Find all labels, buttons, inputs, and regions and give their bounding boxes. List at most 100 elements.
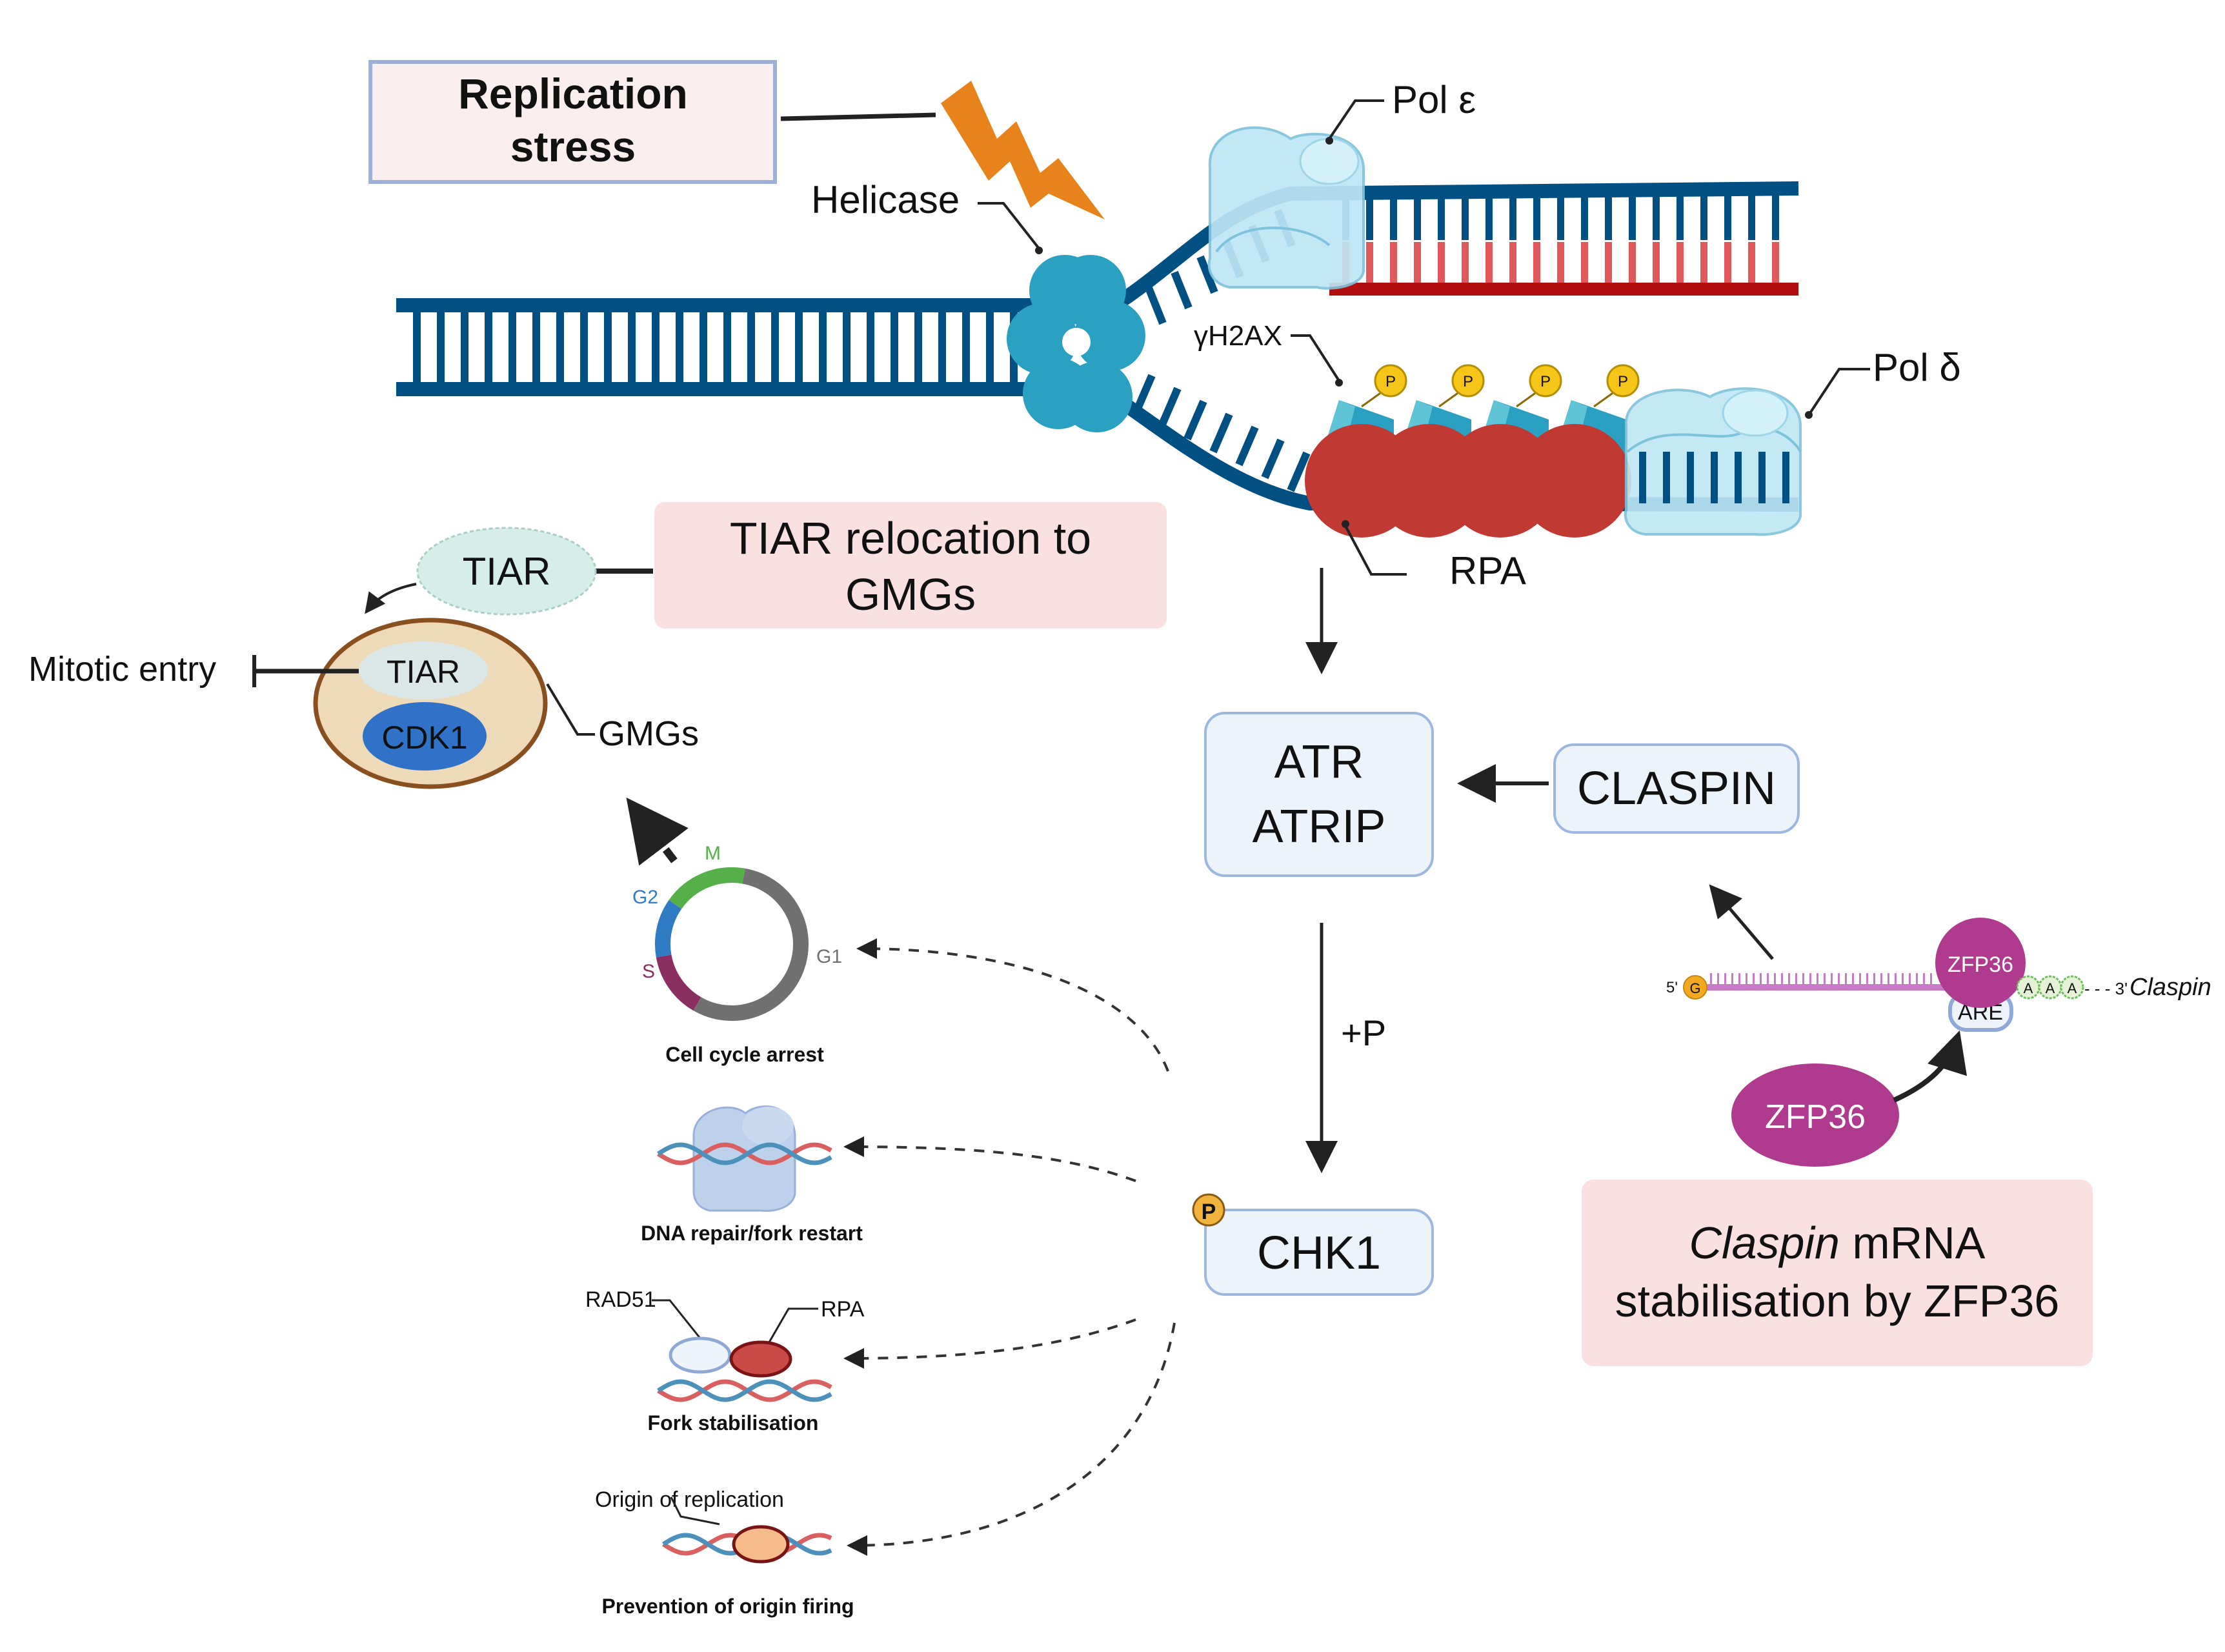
phase-label-g2: G2 bbox=[632, 887, 658, 908]
nascent-base bbox=[1438, 242, 1445, 283]
base-pair bbox=[843, 312, 851, 382]
phosphorylation-label: +P bbox=[1341, 1012, 1386, 1053]
pol-delta-label: Pol δ bbox=[1873, 346, 1961, 389]
mrna-base bbox=[1866, 973, 1868, 985]
mrna-base bbox=[1888, 973, 1889, 985]
base-pair bbox=[437, 312, 445, 382]
nascent-leading-strand bbox=[1329, 283, 1798, 296]
phospho-icon bbox=[1374, 364, 1407, 398]
base-pair bbox=[723, 312, 731, 382]
base-pair bbox=[795, 312, 803, 382]
phase-label-s: S bbox=[642, 961, 655, 982]
phospho-icon bbox=[1529, 364, 1562, 398]
five-prime-label: 5' bbox=[1666, 979, 1678, 996]
mrna-base bbox=[1880, 973, 1882, 985]
mrna-base bbox=[1838, 973, 1840, 985]
nascent-base bbox=[1509, 242, 1516, 283]
mrna-base bbox=[1930, 973, 1932, 985]
claspin-box[interactable]: CLASPIN bbox=[1553, 743, 1800, 834]
base-pair bbox=[819, 312, 827, 382]
nascent-base bbox=[1581, 242, 1588, 283]
helix-strand-blue bbox=[657, 1142, 832, 1165]
cdk1-label: CDK1 bbox=[381, 720, 467, 756]
base bbox=[1748, 194, 1755, 240]
base bbox=[1183, 399, 1207, 441]
base-pair bbox=[962, 312, 970, 382]
claspin-stabilisation-box: Claspin mRNA stabilisation by ZFP36 bbox=[1582, 1180, 2093, 1366]
chk1-label: CHK1 bbox=[1257, 1227, 1381, 1279]
base bbox=[1687, 452, 1694, 503]
replication-stress-line2: stress bbox=[510, 123, 636, 170]
base bbox=[1438, 194, 1445, 240]
base bbox=[1557, 194, 1564, 240]
mrna-base bbox=[1710, 973, 1712, 985]
svg-text:G: G bbox=[1689, 980, 1700, 996]
base bbox=[1533, 194, 1540, 240]
chk1-to-cell-cycle-arrow bbox=[856, 938, 1169, 1072]
base bbox=[1158, 387, 1182, 428]
replication-stress-line1: Replication bbox=[458, 70, 688, 117]
bound-zfp36: ZFP36 bbox=[1935, 918, 2026, 1008]
base bbox=[1196, 255, 1218, 294]
poly-a-label: A bbox=[2068, 980, 2077, 996]
chk1-box[interactable]: CHK1 bbox=[1204, 1209, 1434, 1296]
phase-s-arc bbox=[656, 954, 701, 1011]
base bbox=[1782, 452, 1789, 503]
base-pair bbox=[771, 312, 779, 382]
atr-label: ATR bbox=[1274, 736, 1364, 788]
base bbox=[1171, 270, 1193, 310]
helicase-label: Helicase bbox=[811, 178, 960, 221]
base bbox=[1209, 412, 1233, 454]
nascent-base bbox=[1533, 242, 1540, 283]
phase-label-g1: G1 bbox=[816, 946, 842, 967]
nascent-base bbox=[1772, 242, 1779, 283]
origin-icon bbox=[732, 1525, 790, 1564]
mrna-base bbox=[1852, 973, 1854, 985]
mrna-base bbox=[1802, 973, 1804, 985]
mrna-base bbox=[1859, 973, 1861, 985]
base bbox=[1261, 438, 1285, 479]
gmgs-label: GMGs bbox=[598, 714, 699, 753]
base-pair bbox=[580, 312, 588, 382]
base bbox=[1414, 194, 1421, 240]
base-pair bbox=[914, 312, 922, 382]
base bbox=[1145, 286, 1167, 325]
mrna-base bbox=[1902, 973, 1904, 985]
helicase-icon bbox=[1007, 255, 1145, 432]
svg-text:ZFP36: ZFP36 bbox=[1765, 1098, 1866, 1136]
tiar-box-line1: TIAR relocation to bbox=[730, 513, 1091, 563]
phase-g1-arc bbox=[693, 868, 809, 1021]
base bbox=[1581, 194, 1588, 240]
claspin-label: CLASPIN bbox=[1577, 763, 1776, 814]
tiar-relocation-arrow bbox=[365, 583, 417, 614]
atr-atrip-box[interactable]: ATR ATRIP bbox=[1204, 712, 1434, 877]
svg-text:TIAR: TIAR bbox=[463, 550, 551, 593]
nascent-base bbox=[1366, 242, 1373, 283]
nascent-base bbox=[1485, 242, 1493, 283]
mrna-base bbox=[1731, 973, 1733, 985]
three-prime-label: - - - 3' bbox=[2084, 979, 2128, 998]
dna-helix-repair bbox=[657, 1142, 832, 1165]
mrna-base bbox=[1923, 973, 1925, 985]
base bbox=[1605, 194, 1612, 240]
chk1-to-repair-arrow bbox=[843, 1136, 1136, 1182]
nascent-base bbox=[1676, 242, 1684, 283]
nascent-base bbox=[1557, 242, 1564, 283]
rad51-label: RAD51 bbox=[585, 1287, 656, 1312]
base-pair bbox=[508, 312, 516, 382]
mrna-base bbox=[1873, 973, 1875, 985]
svg-text:Claspin mRNA: Claspin mRNA bbox=[1689, 1218, 1985, 1268]
base bbox=[1639, 452, 1646, 503]
rpa-protein bbox=[1518, 424, 1631, 538]
tiar-relocation-box: TIAR relocation to GMGs bbox=[654, 502, 1167, 629]
base bbox=[1758, 452, 1766, 503]
nascent-base bbox=[1724, 242, 1731, 283]
nascent-base bbox=[1390, 242, 1397, 283]
base bbox=[1509, 194, 1516, 240]
gmg-granule: TIAR CDK1 bbox=[313, 618, 548, 789]
mrna-base bbox=[1817, 973, 1818, 985]
claspin-gene-label: Claspin bbox=[2129, 974, 2211, 1001]
lagging-strand-arm bbox=[1105, 374, 1799, 512]
